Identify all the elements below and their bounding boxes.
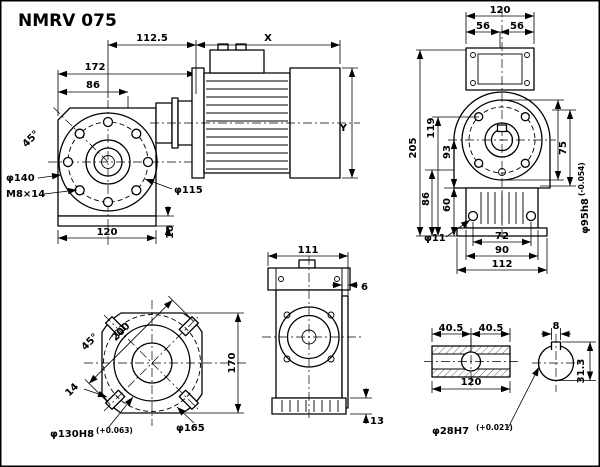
output-flange-plate xyxy=(341,295,349,409)
dim-output-6: 6 xyxy=(361,282,368,293)
dim-shaft-40_5-left: 40.5 xyxy=(439,323,464,334)
dim-rear-d95-tol: (-0.054) xyxy=(577,162,586,196)
shaft-dimensions: 40.5 40.5 8 120 31.3 φ28H7 (+0.021) xyxy=(431,321,596,437)
dim-front-d115: φ115 xyxy=(174,185,203,196)
dim-rear-90: 90 xyxy=(495,245,509,256)
spigot-circle-95 xyxy=(461,99,543,181)
dim-mount-d130: φ130H8 xyxy=(50,429,94,440)
dim-motor-112_5: 112.5 xyxy=(136,33,168,44)
dim-rear-120: 120 xyxy=(490,5,511,16)
output-bore xyxy=(286,314,332,360)
dim-front-86: 86 xyxy=(86,80,100,91)
dim-rear-93: 93 xyxy=(442,145,453,159)
dim-rear-72: 72 xyxy=(495,231,509,242)
rear-dimensions: 120 56 56 205 119 93 86 60 75 φ11 72 90 … xyxy=(408,5,591,274)
dim-front-120: 120 xyxy=(97,227,118,238)
input-boss xyxy=(484,122,520,158)
dim-mount-d165: φ165 xyxy=(176,423,205,434)
dim-output-111: 111 xyxy=(298,245,319,256)
motor-dimensions: 112.5 X Y xyxy=(107,33,358,179)
shaft-centerlines xyxy=(424,334,582,392)
bolt-holes xyxy=(62,116,154,208)
dim-rear-d11: φ11 xyxy=(424,233,446,244)
dim-mount-d130-tol: (+0.063) xyxy=(96,426,133,435)
output-dimensions: 111 6 13 xyxy=(267,245,384,427)
shaft-detail-view: 40.5 40.5 8 120 31.3 φ28H7 (+0.021) xyxy=(424,321,596,437)
dim-mount-170: 170 xyxy=(227,353,238,374)
dim-shaft-120: 120 xyxy=(461,377,482,388)
output-bore-circle xyxy=(93,147,123,177)
dim-shaft-31_3: 31.3 xyxy=(576,359,587,384)
dim-motor-y: Y xyxy=(339,123,348,134)
front-view-flange xyxy=(58,112,158,212)
dim-rear-119: 119 xyxy=(426,118,437,139)
mounting-face-view: 200 45° 170 14 φ130H8 (+0.063) φ165 xyxy=(50,295,246,440)
dim-motor-x: X xyxy=(264,33,272,44)
dim-shaft-d28: φ28H7 xyxy=(432,426,469,437)
dim-rear-d95-group: φ95h8 (-0.054) xyxy=(577,162,591,234)
dim-front-m8x14: M8×14 xyxy=(6,189,45,200)
output-boss-circle xyxy=(85,139,131,185)
input-stub xyxy=(298,259,316,269)
plug-hole xyxy=(498,168,506,176)
dim-shaft-40_5-right: 40.5 xyxy=(479,323,504,334)
top-flange-box xyxy=(465,47,535,91)
bolt-circle xyxy=(468,106,536,174)
dim-output-13: 13 xyxy=(370,416,384,427)
dim-front-10: 10 xyxy=(165,225,176,239)
dim-shaft-key-8: 8 xyxy=(553,321,560,332)
motor-side-view: 112.5 X Y xyxy=(107,33,360,179)
rear-flange-detail xyxy=(461,99,543,222)
flange-circle xyxy=(58,112,158,212)
dim-rear-205: 205 xyxy=(408,138,419,159)
shaft-center-circle xyxy=(101,155,115,169)
foot-hole-left xyxy=(467,210,479,222)
extension-lines xyxy=(107,40,358,179)
dim-rear-d95: φ95h8 xyxy=(580,198,591,234)
output-side-view: 111 6 13 xyxy=(262,245,384,427)
output-boss xyxy=(278,306,340,368)
dim-front-d140: φ140 xyxy=(6,173,35,184)
dim-rear-60: 60 xyxy=(442,198,453,212)
dim-rear-56-right: 56 xyxy=(510,21,524,32)
gearbox-foot-lip xyxy=(57,215,157,227)
top-flange-inner xyxy=(477,53,523,85)
dim-rear-75: 75 xyxy=(558,141,569,155)
terminal-box xyxy=(209,49,265,74)
dim-rear-56-left: 56 xyxy=(476,21,490,32)
drawing-title: NMRV 075 xyxy=(18,11,117,31)
dim-front-172: 172 xyxy=(85,62,106,73)
foot-hole-right xyxy=(525,210,537,222)
cooling-fins xyxy=(206,80,288,170)
dim-shaft-d28-tol: (+0.021) xyxy=(476,423,513,432)
dim-rear-86: 86 xyxy=(421,192,432,206)
rear-view: 120 56 56 205 119 93 86 60 75 φ11 72 90 … xyxy=(408,5,591,274)
dim-rear-112: 112 xyxy=(492,259,513,270)
rear-centerlines xyxy=(448,8,556,240)
keyway xyxy=(496,124,508,133)
